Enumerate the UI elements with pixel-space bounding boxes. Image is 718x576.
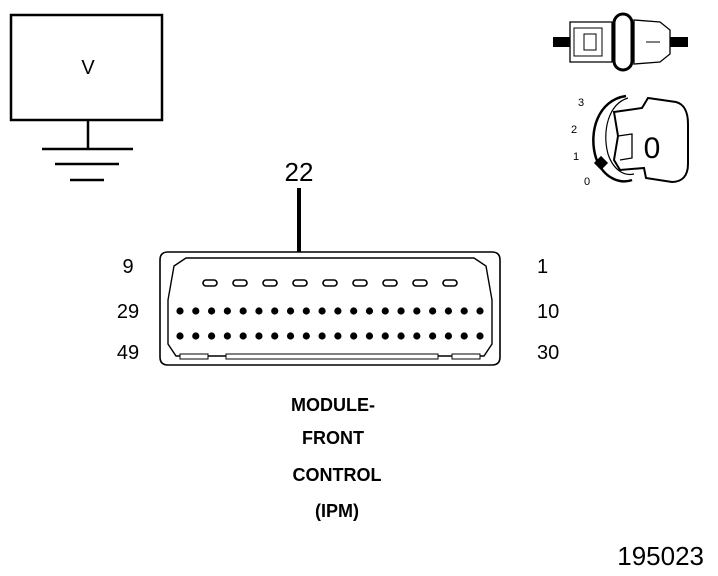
caption-line-1: MODULE- — [291, 395, 375, 415]
connector-caption: MODULE- FRONT CONTROL (IPM) — [291, 395, 382, 521]
pin-middle — [176, 307, 184, 315]
pin-bottom — [350, 332, 358, 340]
probe-pin-number: 22 — [285, 157, 314, 187]
pin-middle — [239, 307, 247, 315]
pin-label-29: 29 — [117, 301, 139, 323]
pin-middle — [286, 307, 295, 315]
ignition-position-0: 0 — [584, 176, 590, 188]
pin-row-bottom — [176, 332, 484, 340]
caption-line-2: FRONT — [302, 428, 364, 448]
pin-label-30: 30 — [537, 342, 559, 364]
pin-middle — [192, 307, 200, 315]
pin-cavity-top — [292, 279, 308, 287]
pin-cavity-top — [382, 279, 398, 287]
pin-cavity-top — [352, 279, 368, 287]
pin-middle — [207, 307, 216, 315]
pin-labels-right: 1 10 30 — [537, 256, 559, 364]
pin-label-1: 1 — [537, 256, 548, 278]
pin-bottom — [239, 332, 247, 340]
pin-bottom — [365, 332, 374, 340]
pin-cavity-top — [442, 279, 458, 287]
caption-line-4: (IPM) — [315, 501, 359, 521]
pin-middle — [381, 307, 389, 315]
pin-middle — [334, 307, 342, 315]
pin-bottom — [207, 332, 216, 340]
voltmeter: V — [9, 13, 164, 122]
pin-bottom — [271, 332, 279, 340]
pin-bottom — [334, 332, 342, 340]
pin-bottom — [302, 332, 310, 340]
pin-cavity-top — [322, 279, 338, 287]
pin-middle — [271, 307, 279, 315]
pin-label-9: 9 — [122, 256, 133, 278]
pin-middle — [413, 307, 421, 315]
ignition-position-2: 2 — [571, 124, 577, 136]
pin-middle — [397, 307, 405, 315]
ignition-pointer — [593, 155, 609, 171]
pin-bottom — [286, 332, 295, 340]
disconnected-connector-icon — [553, 12, 688, 72]
ignition-position-1: 1 — [573, 151, 579, 163]
connector-face — [159, 251, 501, 366]
ground-symbol — [42, 120, 133, 182]
pin-middle — [476, 307, 484, 315]
figure-number: 195023 — [617, 541, 704, 571]
pin-labels-left: 9 29 49 — [117, 256, 139, 364]
voltmeter-label: V — [81, 57, 95, 79]
pin-middle — [365, 307, 374, 315]
pin-middle — [302, 307, 310, 315]
pin-bottom — [192, 332, 200, 340]
pin-bottom — [460, 332, 468, 340]
pin-bottom — [255, 332, 263, 340]
key-position-label: 0 — [644, 132, 661, 165]
pin-bottom — [413, 332, 421, 340]
pin-bottom — [381, 332, 389, 340]
pin-middle — [223, 307, 231, 315]
ignition-position-3: 3 — [578, 97, 584, 109]
pin-cavity-top — [232, 279, 248, 287]
pin-bottom — [397, 332, 405, 340]
voltmeter-body — [9, 13, 164, 122]
pin-bottom — [223, 332, 231, 340]
pin-middle — [255, 307, 263, 315]
pin-bottom — [176, 332, 184, 340]
pin-middle — [318, 307, 326, 315]
pin-bottom — [476, 332, 484, 340]
pin-bottom — [429, 332, 437, 340]
pin-middle — [350, 307, 358, 315]
pin-cavity-top — [202, 279, 218, 287]
pin-row-top — [202, 279, 458, 287]
pin-cavity-top — [412, 279, 428, 287]
pin-middle — [429, 307, 437, 315]
pin-bottom — [444, 332, 453, 340]
caption-line-3: CONTROL — [293, 465, 382, 485]
pin-middle — [460, 307, 468, 315]
pin-bottom — [318, 332, 326, 340]
pin-label-49: 49 — [117, 342, 139, 364]
pin-label-10: 10 — [537, 301, 559, 323]
ignition-switch-icon: 0 3 2 1 0 — [571, 94, 689, 188]
pin-cavity-top — [262, 279, 278, 287]
pin-middle — [444, 307, 453, 315]
pin-row-middle — [176, 307, 484, 315]
